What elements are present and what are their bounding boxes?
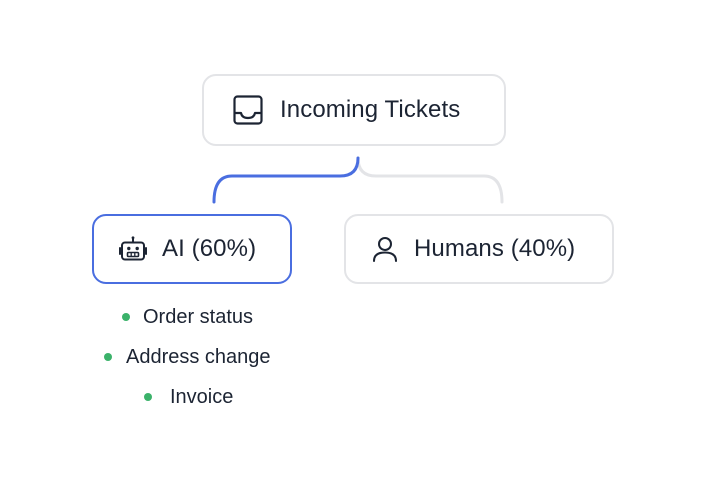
humans-branch-label: Humans (40%): [414, 235, 576, 262]
ai-topic-label: Order status: [143, 305, 254, 328]
inbox-tray-icon: [231, 93, 265, 127]
bullet-dot: [104, 353, 112, 361]
connector-to-ai: [212, 156, 360, 204]
bullet-dot: [144, 393, 152, 401]
user-icon: [370, 234, 400, 264]
connector-to-humans: [356, 156, 504, 204]
ai-branch-node[interactable]: AI (60%): [92, 214, 292, 284]
bullet-dot: [122, 313, 130, 321]
robot-icon: [118, 234, 148, 264]
incoming-tickets-node[interactable]: Incoming Tickets: [202, 74, 506, 146]
incoming-tickets-label: Incoming Tickets: [280, 96, 461, 123]
ai-topic-label: Invoice: [170, 385, 234, 408]
ai-topic-item: Order status: [122, 305, 253, 329]
ai-topic-item: Address change: [104, 345, 271, 369]
ai-topic-item: Invoice: [144, 385, 233, 409]
humans-branch-node[interactable]: Humans (40%): [344, 214, 614, 284]
ai-branch-label: AI (60%): [162, 235, 257, 262]
ai-topic-label: Address change: [126, 345, 271, 368]
